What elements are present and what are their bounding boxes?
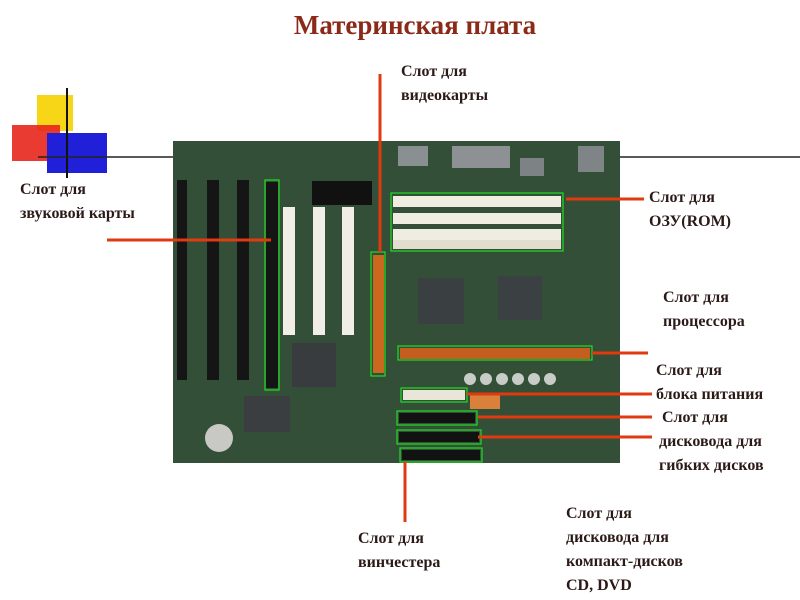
cpu-slot: [400, 348, 590, 359]
capacitor: [544, 373, 556, 385]
ide-connector-2: [402, 450, 480, 460]
audio-chip: [244, 396, 290, 432]
label-ram: Слот для ОЗУ(ROM): [649, 186, 731, 234]
pci-slot-2: [313, 207, 325, 335]
label-line: звуковой карты: [20, 205, 135, 222]
io-chip: [292, 343, 336, 387]
highlight-isa-slot: [264, 179, 280, 391]
capacitor: [512, 373, 524, 385]
label-line: гибких дисков: [659, 457, 764, 474]
isa-slot-2: [207, 180, 219, 380]
label-line: винчестера: [358, 554, 441, 571]
label-line: ОЗУ(ROM): [649, 213, 731, 230]
label-sound-card: Слот для звуковой карты: [20, 178, 135, 226]
label-cd: Слот для дисковода для компакт-дисков CD…: [566, 502, 683, 598]
slide-title: Материнская плата: [293, 10, 537, 40]
label-line: Слот для: [662, 409, 728, 426]
ps2-port: [578, 146, 604, 172]
ram-slot-4: [393, 240, 561, 249]
label-line: процессора: [663, 313, 745, 330]
power-connector: [403, 390, 465, 400]
highlight-boxes: [264, 179, 593, 463]
bios-chip: [312, 181, 372, 205]
cmos-battery: [205, 424, 233, 452]
isa-slot-1: [177, 180, 187, 380]
label-line: Слот для: [566, 505, 632, 522]
label-line: дисковода для: [566, 529, 669, 546]
agp-slot: [373, 255, 384, 373]
ram-slot-3: [393, 229, 561, 240]
label-line: дисковода для: [659, 433, 762, 450]
motherboard-image: [173, 141, 620, 463]
highlight-agp-slot: [370, 251, 386, 377]
capacitor: [480, 373, 492, 385]
label-line: Слот для: [649, 189, 715, 206]
label-line: Слот для: [20, 181, 86, 198]
label-line: Слот для: [663, 289, 729, 306]
corner-decoration: [12, 88, 800, 178]
label-line: Слот для: [656, 362, 722, 379]
pci-slot-1: [283, 207, 295, 335]
capacitors: [464, 373, 556, 385]
label-line: видеокарты: [401, 87, 489, 104]
serial-port-2: [520, 158, 544, 176]
label-line: Слот для: [401, 63, 467, 80]
label-line: блока питания: [656, 386, 764, 403]
label-cpu: Слот для процессора: [663, 286, 745, 334]
chipset-2: [498, 276, 542, 320]
ram-slot-1: [393, 196, 561, 207]
label-power: Слот для блока питания: [656, 359, 763, 407]
serial-port-1: [398, 146, 428, 166]
pci-slot-3: [342, 207, 354, 335]
label-line: CD, DVD: [566, 577, 632, 594]
chipset-1: [418, 278, 464, 324]
label-floppy: Слот для дисковода для гибких дисков: [659, 406, 764, 478]
deco-blue-square: [47, 133, 107, 173]
highlight-ide-2: [399, 447, 483, 463]
parallel-port: [452, 146, 510, 168]
highlight-floppy: [396, 410, 478, 426]
highlight-ram-slots: [390, 192, 564, 252]
jumper-block: [470, 393, 500, 409]
label-line: компакт-дисков: [566, 553, 683, 570]
ide-connector-1: [399, 432, 479, 442]
capacitor: [528, 373, 540, 385]
capacitor: [464, 373, 476, 385]
ram-slot-2: [393, 213, 561, 224]
capacitor: [496, 373, 508, 385]
label-video-card: Слот для видеокарты: [401, 60, 488, 108]
label-line: Слот для: [358, 530, 424, 547]
label-hdd: Слот для винчестера: [358, 527, 440, 575]
isa-slot-4: [266, 182, 278, 388]
isa-slot-3: [237, 180, 249, 380]
callout-lines: [107, 74, 652, 522]
floppy-connector: [399, 413, 475, 423]
